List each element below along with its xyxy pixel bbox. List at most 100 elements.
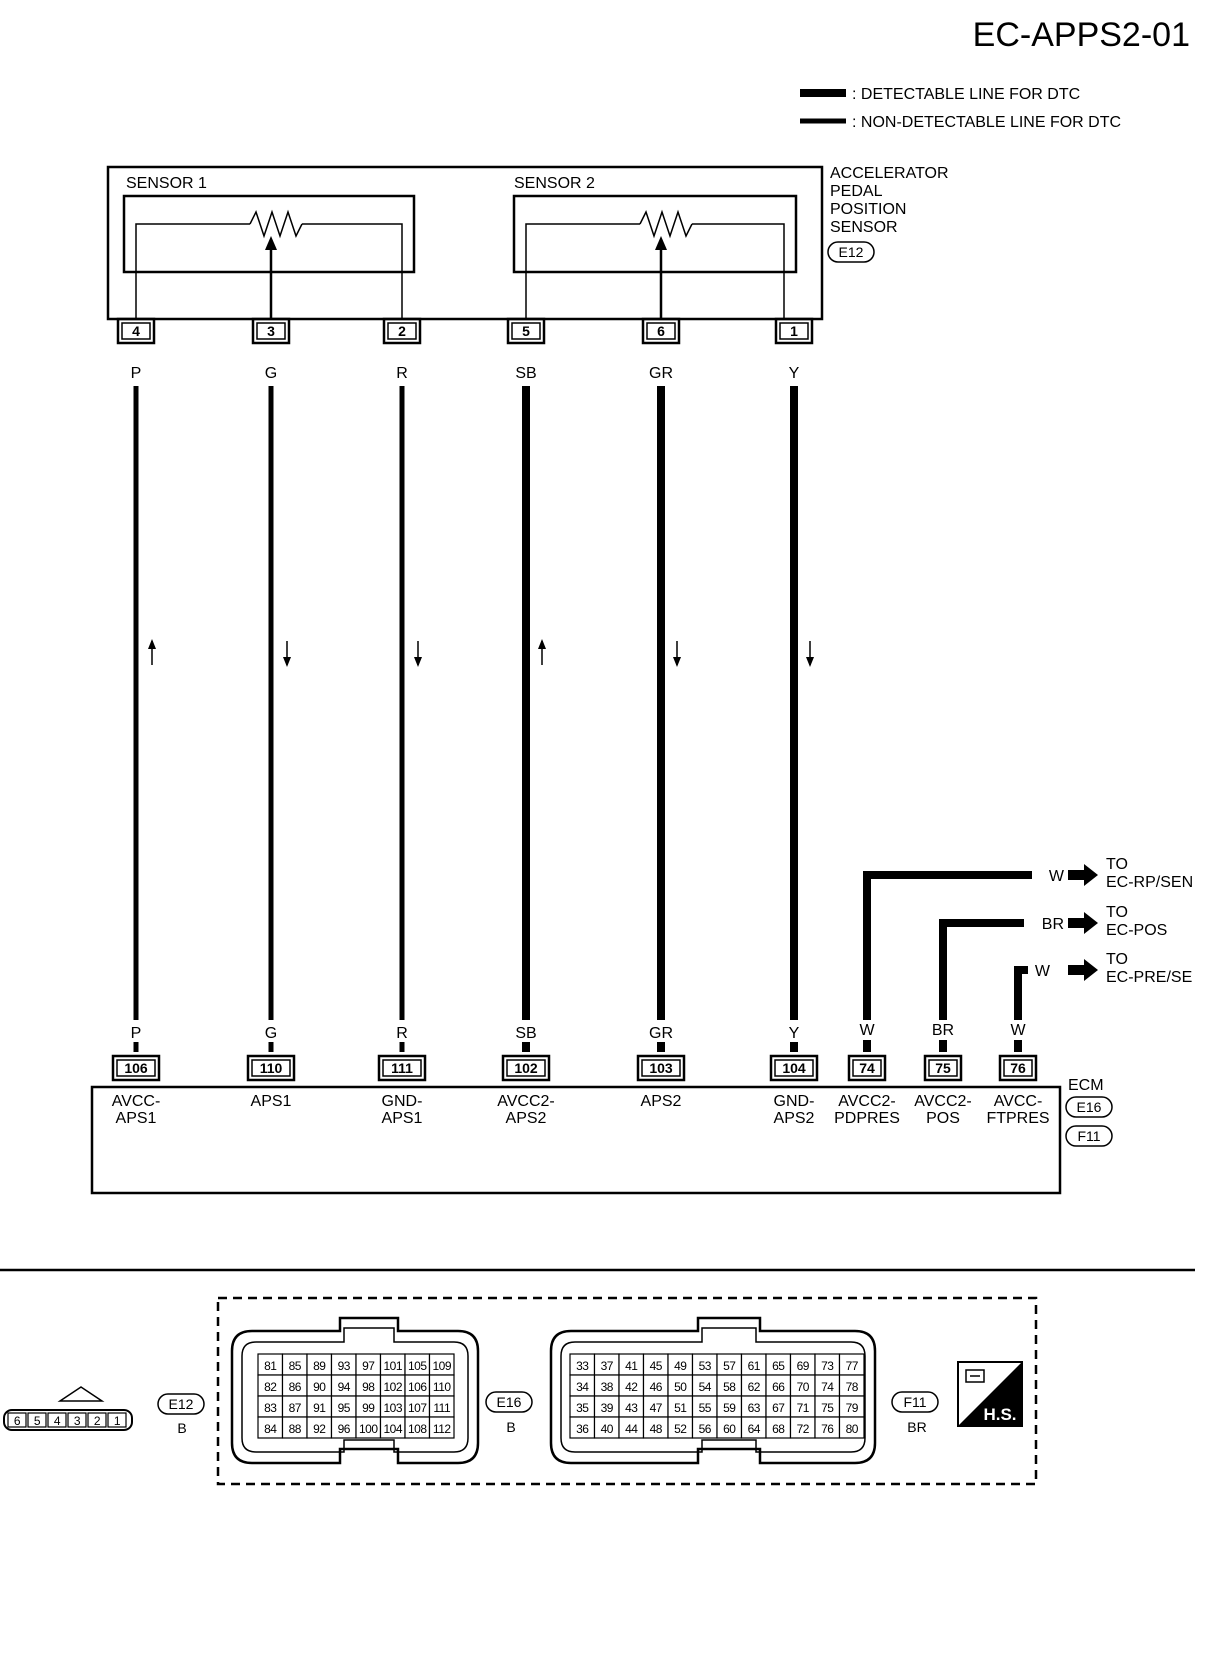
e12-pin-cell — [107, 1412, 127, 1428]
e12-pin-number: 6 — [14, 1414, 21, 1428]
sensor-connector-badge — [827, 241, 875, 263]
ecm-terminal-label: PDPRES — [834, 1110, 900, 1127]
ecm-pin-74-bracket — [847, 1054, 887, 1082]
ecm-pin-75-number: 75 — [935, 1060, 951, 1076]
signal-arrow-up-head — [148, 639, 156, 649]
e16-housing-outer — [230, 1316, 480, 1465]
e12-pin-number: 2 — [94, 1414, 101, 1428]
e16-pin-number: 85 — [289, 1359, 302, 1373]
ecm-connector-badge-2 — [1065, 1125, 1113, 1147]
ecm-pin-104-box — [774, 1059, 814, 1077]
f11-pin-number: 38 — [601, 1380, 614, 1394]
ecm-terminal-label: POS — [926, 1110, 960, 1127]
branch-to-destination: EC-RP/SEN — [1106, 874, 1193, 891]
ecm-terminal-label: APS1 — [382, 1110, 423, 1127]
sensor-pin-2-number: 2 — [398, 323, 406, 339]
f11-pin-number: 46 — [650, 1380, 663, 1394]
e16-pin-number: 86 — [289, 1380, 302, 1394]
sensor-pin-1-bracket — [774, 317, 814, 345]
f11-view-badge — [891, 1391, 939, 1413]
e16-pin-number: 90 — [313, 1380, 326, 1394]
sensor2-label: SENSOR 2 — [514, 175, 595, 192]
e16-view-color: B — [506, 1419, 515, 1435]
wire-color-bottom: GR — [649, 1025, 673, 1042]
signal-arrow-down-head — [673, 657, 681, 667]
ecm-terminal-label: APS2 — [774, 1110, 815, 1127]
signal-arrow-down-head — [283, 657, 291, 667]
e16-pin-number: 111 — [433, 1401, 451, 1415]
e12-view-color: B — [177, 1420, 186, 1436]
f11-pin-number: 53 — [699, 1359, 712, 1373]
ecm-terminal-label: GND- — [382, 1093, 423, 1110]
wire-color-bottom: R — [396, 1025, 408, 1042]
ecm-pin-74-number: 74 — [859, 1060, 875, 1076]
wires: 4PP106AVCC-APS13GG110APS12RR111GND-APS15… — [111, 317, 819, 1127]
sensor-name-line-1: ACCELERATOR — [830, 165, 949, 182]
f11-pin-number: 48 — [650, 1422, 663, 1436]
to-arrow-icon — [1068, 959, 1098, 981]
ecm-pin-106-bracket — [111, 1054, 161, 1082]
ecm-pin-102-number: 102 — [514, 1060, 538, 1076]
e12-pin-number: 5 — [34, 1414, 41, 1428]
e16-pin-number: 91 — [313, 1401, 326, 1415]
f11-pin-number: 74 — [821, 1380, 834, 1394]
f11-pin-number: 66 — [772, 1380, 785, 1394]
f11-pin-number: 57 — [723, 1359, 736, 1373]
branch-wire-color: W — [1049, 868, 1065, 885]
e12-pin-number: 1 — [114, 1414, 121, 1428]
branch-wire-line — [1014, 966, 1028, 1020]
f11-pin-number: 45 — [650, 1359, 663, 1373]
e12-pin-cell — [7, 1412, 27, 1428]
branch-to-destination: EC-PRE/SE — [1106, 969, 1192, 986]
ecm-pin-75-bracket — [923, 1054, 963, 1082]
f11-pin-number: 35 — [576, 1401, 589, 1415]
f11-pin-number: 56 — [699, 1422, 712, 1436]
ecm-pin-76-bracket — [998, 1054, 1038, 1082]
wire-color-bottom: P — [131, 1025, 142, 1042]
sensor-name-line-4: SENSOR — [830, 219, 898, 236]
hs-badge: H.S. — [957, 1361, 1023, 1427]
sensor-pin-3-number: 3 — [267, 323, 275, 339]
sensor1-label: SENSOR 1 — [126, 175, 207, 192]
e16-pin-number: 108 — [408, 1422, 427, 1436]
sensor-pin-5-number: 5 — [522, 323, 530, 339]
sensor2-box — [512, 194, 798, 274]
e16-pin-number: 87 — [289, 1401, 302, 1415]
ecm-connector-group-outline — [216, 1296, 1038, 1486]
e16-pin-number: 89 — [313, 1359, 326, 1373]
branch-wire-color: W — [1035, 963, 1051, 980]
branch-to-label: TO — [1106, 904, 1128, 921]
ecm-pin-76-box — [1003, 1059, 1033, 1077]
e16-pin-number: 105 — [408, 1359, 427, 1373]
branch-wire-line — [863, 871, 1032, 1020]
ecm-pin-106-box — [116, 1059, 156, 1077]
e16-pin-number: 100 — [359, 1422, 378, 1436]
ecm-pin-106-number: 106 — [124, 1060, 148, 1076]
wire-color-top: P — [131, 365, 142, 382]
sensor-name-line-3: POSITION — [830, 201, 906, 218]
branch-to-label: TO — [1106, 951, 1128, 968]
branch-wires: WTOEC-RP/SENW74AVCC2-PDPRESBRTOEC-POSBR7… — [834, 856, 1193, 1127]
f11-pin-number: 40 — [601, 1422, 614, 1436]
e12-pin-cell — [27, 1412, 47, 1428]
branch-to-destination: EC-POS — [1106, 922, 1167, 939]
f11-pin-number: 80 — [846, 1422, 859, 1436]
sensor1-wire-right — [302, 223, 403, 320]
sensor2-wiper-arrow — [655, 236, 667, 250]
e16-pin-number: 84 — [264, 1422, 277, 1436]
e16-pin-number: 101 — [383, 1359, 402, 1373]
sensor1-wiper-arrow — [265, 236, 277, 250]
sensor-pin-6-number: 6 — [657, 323, 665, 339]
e16-pin-number: 88 — [289, 1422, 302, 1436]
f11-pin-number: 73 — [821, 1359, 834, 1373]
branch-color-bottom: W — [859, 1022, 875, 1039]
f11-pin-number: 67 — [772, 1401, 785, 1415]
sensor-pin-2-box — [387, 322, 417, 340]
e16-pin-number: 94 — [338, 1380, 351, 1394]
